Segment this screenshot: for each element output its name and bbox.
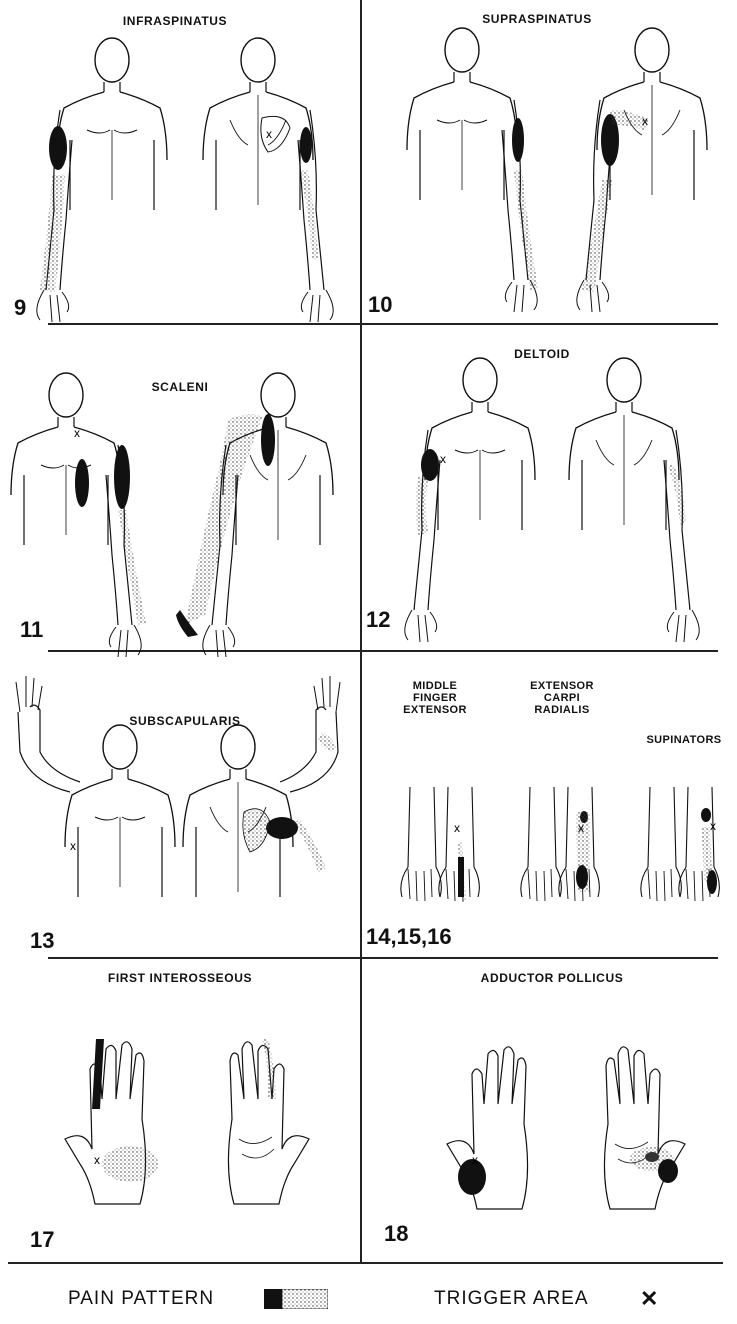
panel-number: 9	[14, 295, 26, 321]
panel-supraspinatus: SUPRASPINATUS x 10	[362, 0, 737, 323]
panel-number: 13	[30, 928, 54, 954]
panel-subscapularis: SUBSCAPULARIS x 13	[0, 652, 360, 957]
svg-text:x: x	[70, 839, 76, 853]
panel-number: 12	[366, 607, 390, 633]
forearm-figures: x x x	[362, 652, 737, 957]
infraspinatus-figure: x	[0, 0, 360, 323]
panel-number: 10	[368, 292, 392, 318]
panel-adductor-pollicus: ADDUCTOR POLLICUS x 18	[362, 959, 737, 1262]
panel-infraspinatus: INFRASPINATUS x 9	[0, 0, 360, 323]
panel-forearm-extensors: MIDDLE FINGER EXTENSOR EXTENSOR CARPI RA…	[362, 652, 737, 957]
svg-text:x: x	[440, 452, 446, 466]
svg-text:x: x	[266, 127, 272, 141]
deltoid-figure: x	[362, 325, 737, 650]
legend-pain-pattern-swatch	[264, 1289, 328, 1309]
legend-pain-pattern-label: PAIN PATTERN	[68, 1288, 214, 1310]
panel-number: 14,15,16	[366, 924, 452, 950]
svg-text:x: x	[94, 1153, 100, 1167]
svg-text:x: x	[472, 1153, 478, 1167]
supraspinatus-figure: x	[362, 0, 737, 323]
scaleni-figure: x	[0, 325, 360, 650]
svg-text:x: x	[454, 821, 460, 835]
svg-text:x: x	[710, 819, 716, 833]
panel-scaleni: SCALENI x 11	[0, 325, 360, 650]
svg-text:x: x	[642, 114, 648, 128]
legend-trigger-mark: ✕	[640, 1286, 659, 1312]
subscapularis-figure: x	[0, 652, 360, 957]
legend-trigger-area-label: TRIGGER AREA	[434, 1288, 589, 1310]
panel-deltoid: DELTOID x 12	[362, 325, 737, 650]
panel-number: 11	[20, 617, 43, 643]
grid-row-divider-4	[8, 1262, 723, 1264]
panel-number: 18	[384, 1221, 408, 1247]
panel-number: 17	[30, 1227, 54, 1253]
adductor-pollicus-figure: x	[362, 959, 737, 1262]
first-interosseous-figure: x	[0, 959, 360, 1262]
svg-text:x: x	[74, 426, 80, 440]
panel-first-interosseous: FIRST INTEROSSEOUS x 17	[0, 959, 360, 1262]
